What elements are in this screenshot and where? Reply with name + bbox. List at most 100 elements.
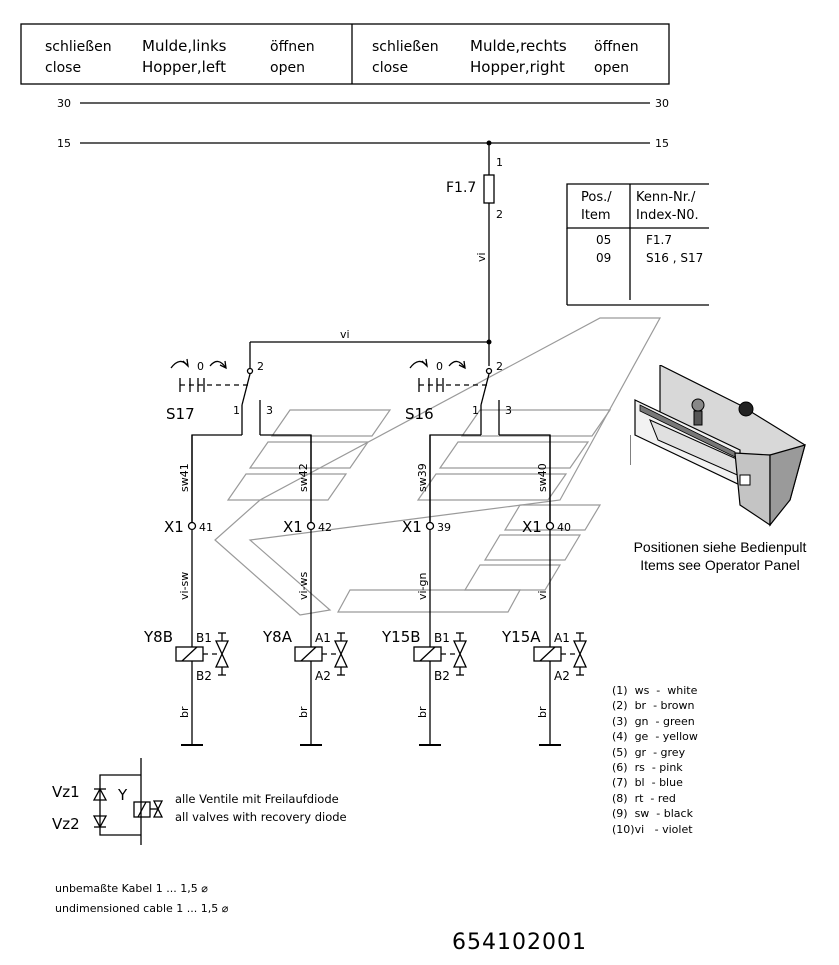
left-close-en: close (45, 60, 81, 76)
left-name-en: Hopper,left (142, 58, 226, 76)
legend-item: (5) gr - grey (612, 745, 686, 759)
bus-wire-label: vi (340, 328, 350, 341)
legend-item: (6) rs - pink (612, 761, 683, 775)
legend-item: (9) sw - black (612, 807, 693, 821)
switch-s16: 0 2 1 3 S16 (405, 358, 512, 435)
wire-color-legend: (1) ws - white(2) br - brown(3) gn - gre… (612, 683, 698, 837)
diode-vz1-label: Vz1 (52, 783, 80, 801)
rail-30-label-left: 30 (57, 97, 71, 110)
s17-pin-a: 1 (233, 404, 240, 417)
diode-note-symbol: Vz1 Vz2 Y alle Ventile mit Freilaufdiode… (52, 758, 347, 845)
left-name-de: Mulde,links (142, 37, 227, 55)
right-open-de: öffnen (594, 39, 639, 55)
valve-pin-2: A2 (315, 669, 331, 683)
table-header-kenn2: Index-N0. (636, 208, 699, 223)
fuse-pin-top: 1 (496, 156, 503, 169)
rail-15-label-right: 15 (655, 137, 669, 150)
diode-y-label: Y (117, 786, 128, 804)
rail-15-label-left: 15 (57, 137, 71, 150)
terminal-number: 41 (199, 521, 213, 534)
terminal-label: X1 (164, 518, 184, 536)
s16-pin-b: 3 (505, 404, 512, 417)
table-row-pos: 05 (596, 233, 611, 247)
fuse-pin-bottom: 2 (496, 208, 503, 221)
cable-note-de: unbemaßte Kabel 1 ... 1,5 ⌀ (55, 882, 208, 895)
s17-pin-b: 3 (266, 404, 273, 417)
left-open-de: öffnen (270, 39, 315, 55)
valve-pin-2: B2 (434, 669, 450, 683)
valve-symbol (333, 640, 349, 656)
terminal-number: 39 (437, 521, 451, 534)
panel-caption-en: Items see Operator Panel (640, 557, 800, 573)
valve-label: Y8B (143, 628, 173, 646)
legend-item: (3) gn - green (612, 714, 695, 728)
valve-symbol (452, 640, 468, 656)
right-open-en: open (594, 60, 629, 76)
switch-s17: 0 2 1 3 S17 (166, 358, 273, 435)
rail-30-label-right: 30 (655, 97, 669, 110)
valve-pin-2: A2 (554, 669, 570, 683)
operator-panel-image (630, 365, 806, 527)
valve-label: Y15A (501, 628, 541, 646)
left-open-en: open (270, 60, 305, 76)
switch-routing (191, 434, 551, 522)
wire-bottom-label: vi (536, 590, 549, 600)
wire-bottom-label: vi-ws (297, 571, 310, 600)
wire-bottom-label: vi-sw (178, 572, 191, 600)
legend-item: (1) ws - white (612, 684, 698, 697)
s17-pin-common: 2 (257, 360, 264, 373)
s16-pos0: 0 (436, 360, 443, 373)
valve-pin-1: A1 (315, 631, 331, 645)
terminal-label: X1 (283, 518, 303, 536)
legend-item: (7) bl - blue (612, 776, 683, 790)
diode-note-en: all valves with recovery diode (175, 810, 347, 824)
right-name-de: Mulde,rechts (470, 37, 567, 55)
supply-rails: 30 30 15 15 (57, 97, 669, 150)
legend-item: (8) rt - red (612, 791, 676, 805)
fuse-f1-7: F1.7 1 2 vi (446, 143, 503, 342)
s17-label: S17 (166, 405, 195, 423)
left-close-de: schließen (45, 39, 112, 55)
table-header-kenn1: Kenn-Nr./ (636, 190, 696, 205)
ground-wire-label: br (416, 706, 429, 718)
ground-wire-label: br (536, 706, 549, 718)
right-name-en: Hopper,right (470, 58, 565, 76)
wire-top-label: sw42 (297, 463, 310, 492)
valve-label: Y15B (381, 628, 421, 646)
wire-bottom-label: vi-gn (416, 572, 429, 600)
parts-table: Pos./ Item Kenn-Nr./ Index-N0. 05 F1.7 0… (566, 183, 709, 306)
fuse-label: F1.7 (446, 180, 476, 196)
ground-wire-label: br (178, 706, 191, 718)
valve-pin-1: B1 (196, 631, 212, 645)
header-box: schließen close Mulde,links Hopper,left … (20, 23, 670, 85)
legend-item: (10)vi - violet (612, 822, 693, 836)
valve-pin-2: B2 (196, 669, 212, 683)
s16-pin-a: 1 (472, 404, 479, 417)
valve-symbol (214, 640, 230, 656)
right-close-de: schließen (372, 39, 439, 55)
document-number: 654102001 (452, 930, 587, 955)
watermark-logo (214, 317, 662, 616)
table-header-pos2: Item (581, 208, 611, 223)
right-close-en: close (372, 60, 408, 76)
diode-vz2-label: Vz2 (52, 815, 80, 833)
cable-note-en: undimensioned cable 1 ... 1,5 ⌀ (55, 902, 229, 915)
s16-pin-common: 2 (496, 360, 503, 373)
fuse-wire-label: vi (475, 252, 488, 262)
valve-symbol (572, 640, 588, 656)
wire-top-label: sw39 (416, 463, 429, 492)
table-row-id: F1.7 (646, 233, 672, 247)
wire-top-label: sw40 (536, 463, 549, 492)
s16-label: S16 (405, 405, 434, 423)
bus-wire: vi (249, 328, 492, 366)
valve-label: Y8A (262, 628, 293, 646)
wire-top-label: sw41 (178, 463, 191, 492)
ground-wire-label: br (297, 706, 310, 718)
terminal-label: X1 (402, 518, 422, 536)
